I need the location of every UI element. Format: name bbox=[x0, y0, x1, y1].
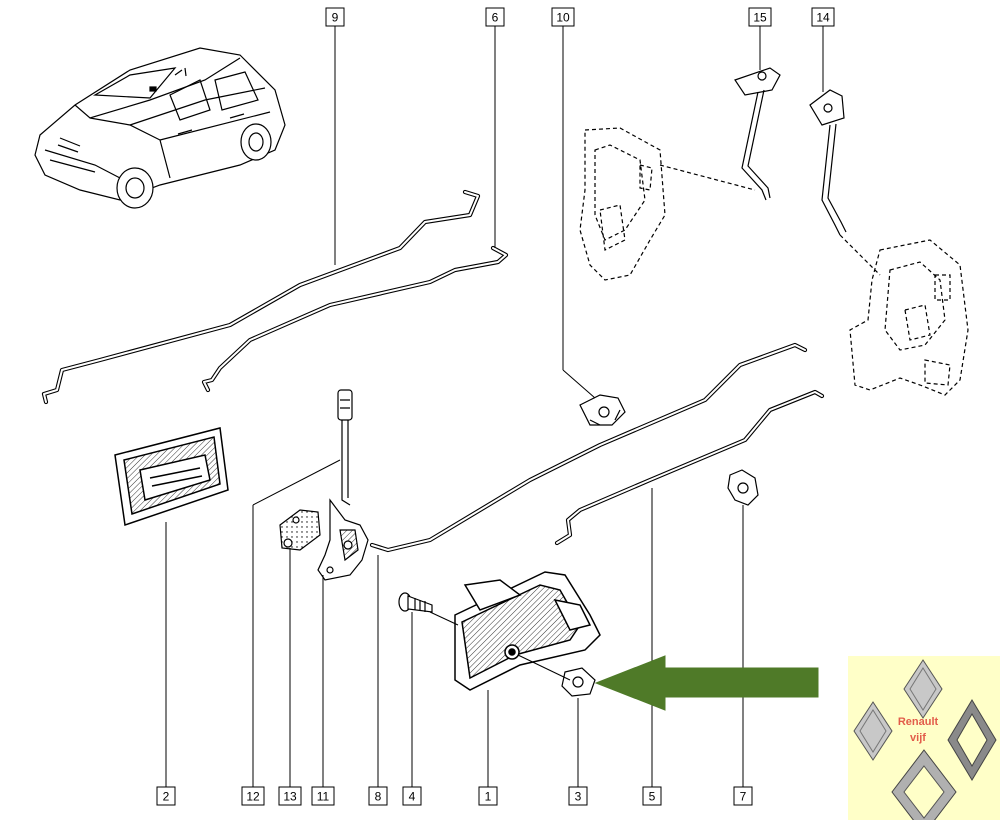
svg-text:5: 5 bbox=[649, 790, 656, 804]
renault-vijf-logo-panel: Renault vijf bbox=[848, 656, 1000, 820]
svg-text:13: 13 bbox=[283, 790, 297, 804]
callout-bottom-3: 3 bbox=[568, 786, 588, 806]
logo-line-2: vijf bbox=[910, 732, 926, 744]
svg-text:4: 4 bbox=[409, 790, 416, 804]
lock-mechanism-lower bbox=[839, 234, 969, 396]
svg-text:3: 3 bbox=[575, 790, 582, 804]
part-14-rod bbox=[809, 89, 847, 236]
callout-bottom-7: 7 bbox=[733, 786, 753, 806]
car-illustration bbox=[34, 47, 286, 209]
highlight-arrow bbox=[594, 655, 819, 711]
callout-bottom-11: 11 bbox=[311, 786, 335, 806]
svg-text:15: 15 bbox=[753, 11, 767, 25]
svg-text:2: 2 bbox=[163, 790, 170, 804]
svg-text:1: 1 bbox=[485, 790, 492, 804]
svg-text:7: 7 bbox=[740, 790, 747, 804]
callout-bottom-5: 5 bbox=[642, 786, 662, 806]
leader-lines bbox=[165, 26, 824, 787]
rod-9 bbox=[41, 189, 481, 405]
callout-top-9: 9 bbox=[325, 7, 345, 27]
callout-bottom-4: 4 bbox=[402, 786, 422, 806]
callout-top-10: 10 bbox=[551, 7, 575, 27]
svg-text:14: 14 bbox=[816, 11, 830, 25]
callout-bottom-2: 2 bbox=[156, 786, 176, 806]
part-2-handle-bezel bbox=[114, 427, 229, 527]
part-7-clip bbox=[727, 469, 759, 506]
logo-line-1: Renault bbox=[897, 716, 939, 728]
rod-6-inner bbox=[203, 247, 507, 391]
callout-top-6: 6 bbox=[485, 7, 505, 27]
callout-bottom-1: 1 bbox=[478, 786, 498, 806]
callout-top-15: 15 bbox=[748, 7, 772, 27]
logo-text: Renault vijf bbox=[870, 714, 966, 746]
callout-bottom-12: 12 bbox=[241, 786, 265, 806]
callout-bottom-13: 13 bbox=[278, 786, 302, 806]
svg-text:11: 11 bbox=[317, 790, 330, 804]
callout-bottom-8: 8 bbox=[368, 786, 388, 806]
callout-top-14: 14 bbox=[811, 7, 835, 27]
svg-text:8: 8 bbox=[375, 790, 382, 804]
part-11-lever bbox=[317, 498, 369, 581]
part-3-clip bbox=[561, 667, 596, 697]
rod-5-inner bbox=[556, 391, 823, 544]
rod-9-inner bbox=[43, 191, 479, 403]
part-15-rod bbox=[734, 67, 781, 201]
lock-mechanism-upper bbox=[579, 127, 756, 281]
part-13-bracket bbox=[279, 509, 321, 551]
renault-diamond-icon bbox=[853, 659, 997, 820]
svg-text:9: 9 bbox=[332, 11, 339, 25]
rod-8-inner bbox=[371, 344, 806, 551]
svg-text:10: 10 bbox=[556, 11, 570, 25]
svg-text:12: 12 bbox=[246, 790, 260, 804]
svg-text:6: 6 bbox=[492, 11, 499, 25]
part-1-handle-assembly bbox=[454, 571, 601, 691]
part-10-clip bbox=[579, 394, 626, 426]
rod-8 bbox=[369, 342, 808, 553]
part-4-screw bbox=[398, 592, 433, 613]
rod-12 bbox=[337, 389, 353, 506]
